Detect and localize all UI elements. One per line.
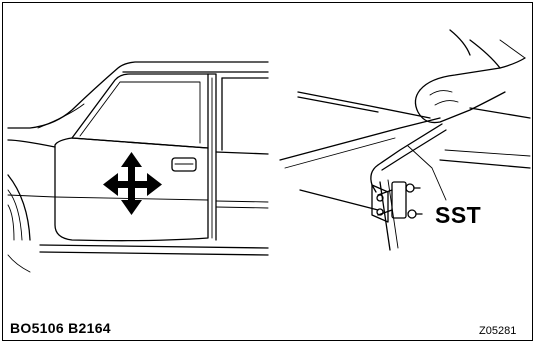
figure-code: Z05281 (479, 325, 516, 337)
sst-tool-label: SST (435, 202, 481, 229)
model-codes: BO5106 B2164 (10, 320, 111, 336)
hinge-adjustment-view (280, 30, 530, 250)
move-arrows-icon (103, 152, 162, 215)
